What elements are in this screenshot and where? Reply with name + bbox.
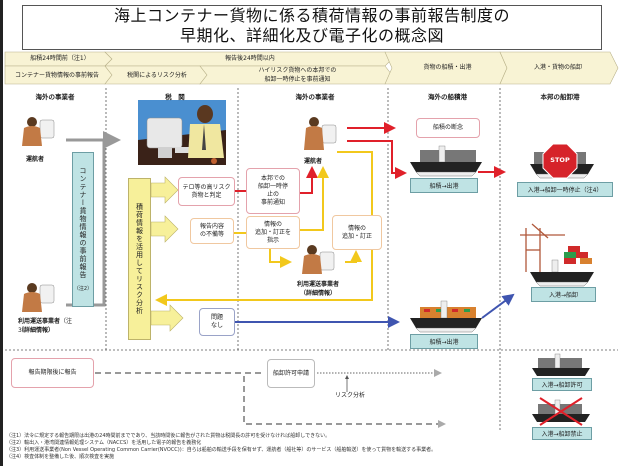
column-overseas-operator-2: 海外の事業者	[295, 93, 335, 101]
red-flow	[234, 122, 506, 194]
ship-departure-blue	[410, 300, 482, 333]
step-arrival-unloading: 入港・貨物の船卸	[533, 64, 582, 71]
permit-arrowhead	[434, 369, 442, 377]
nvocc-mid-detail: （詳細情報）	[299, 290, 336, 297]
stop-label: 入港→船卸一時停止（注4）	[517, 182, 613, 197]
correction-box: 情報の追加・訂正	[332, 215, 382, 250]
step-loading-departure: 貨物の船積・出港	[423, 64, 472, 71]
timeline-within-24h: 報告後24時間以内	[225, 55, 275, 62]
high-risk-box: テロ等の高リスク貨物と判定	[178, 177, 235, 206]
ship-banned	[532, 397, 590, 426]
departure-red-label: 船積→出港	[410, 178, 478, 193]
ban-arrowhead	[438, 420, 446, 428]
left-edge	[0, 0, 3, 466]
crane-and-unloading-ship	[520, 223, 594, 287]
column-overseas-operator-1: 海外の事業者	[35, 93, 75, 101]
risk-analysis-caption: リスク分析	[334, 392, 365, 399]
unload-ban-label: 入港→船卸禁止	[532, 427, 592, 440]
stop-sign-text: STOP	[550, 156, 570, 164]
carrier-left-figure	[22, 117, 55, 146]
column-unloading-port: 本邦の船卸港	[540, 93, 580, 101]
no-problem-box: 問題なし	[199, 308, 235, 336]
departure-blue-label: 船積→出港	[410, 334, 478, 349]
late-report-box: 報告期限後に報告	[11, 358, 94, 388]
nvocc-left-detail: （詳細情報）	[18, 327, 55, 334]
step-advance-report: コンテナー貨物情報の事前報告	[14, 72, 99, 79]
nvocc-mid-figure	[302, 245, 335, 274]
advance-report-note: （注2）	[73, 286, 93, 292]
column-customs: 税 関	[165, 93, 185, 101]
timeline-before-24h: 船積24時間前（注1）	[30, 55, 90, 62]
advance-report-text: コンテナー貨物情報の事前報告	[79, 167, 87, 279]
note-3: （注3）利用運送事業者(Non Vessel Operating Common …	[6, 447, 437, 453]
advance-report-box: コンテナー貨物情報の事前報告 （注2）	[72, 152, 94, 307]
column-loading-port: 海外の船積港	[428, 93, 467, 101]
nvocc-mid-label: 利用運送事業者	[296, 281, 339, 288]
carrier-mid-label: 運航者	[303, 158, 322, 165]
title-box: 海上コンテナー貨物に係る積荷情報の事前報告制度の 早期化、詳細化及び電子化の概念…	[22, 5, 602, 50]
ship-departure-red	[410, 145, 482, 177]
nvocc-left-label: 利用運送事業者（注3）	[18, 318, 73, 334]
carrier-mid-figure	[304, 117, 337, 150]
loading-refused-box: 船積の断念	[416, 118, 480, 138]
timeline-row-bottom	[4, 51, 619, 85]
ship-stop	[530, 143, 594, 179]
title-line-1: 海上コンテナー貨物に係る積荷情報の事前報告制度の	[113, 6, 510, 25]
title-line-2: 早期化、詳細化及び電子化の概念図	[179, 26, 444, 45]
note-2: （注2）輸出入・港湾関連情報処理システム（NACCS）を活用した電子的報告を義務…	[6, 440, 202, 446]
advance-notice-box: 本邦での船卸一時停止の事前通知	[246, 168, 300, 214]
risk-analysis-bar: 積荷情報を活用してリスク分析	[128, 178, 151, 340]
unload-permit-label: 入港→船卸許可	[532, 378, 592, 391]
unload-application-box: 船卸許可申請	[267, 359, 315, 388]
carrier-left-label: 運航者	[25, 156, 44, 163]
note-1: （注1）法令に規定する報告期限は出港の24時間前までであり、当該時間後に報告がさ…	[6, 433, 331, 439]
note-4: （注4）検査体制を整備した後、順次検査を実施	[6, 454, 115, 460]
late-dashed-flow	[95, 372, 438, 425]
column-dividers	[5, 88, 618, 430]
customs-officer-illustration	[138, 100, 226, 165]
step-high-risk-notice-2: 船卸一時停止を事前通知	[264, 76, 331, 83]
incomplete-report-box: 報告内容の不備等	[190, 218, 234, 244]
blue-flow	[235, 293, 515, 328]
risk-output-arrows	[150, 176, 184, 332]
step-high-risk-notice-1: ハイリスク貨物への本邦での	[258, 67, 337, 74]
ship-permitted	[532, 353, 590, 376]
nvocc-left-figure	[22, 283, 55, 312]
instruct-correction-box: 情報の追加・訂正を指示	[246, 216, 300, 249]
step-risk-analysis: 税関によるリスク分析	[127, 72, 187, 79]
unload-label: 入港→船卸	[531, 287, 596, 302]
